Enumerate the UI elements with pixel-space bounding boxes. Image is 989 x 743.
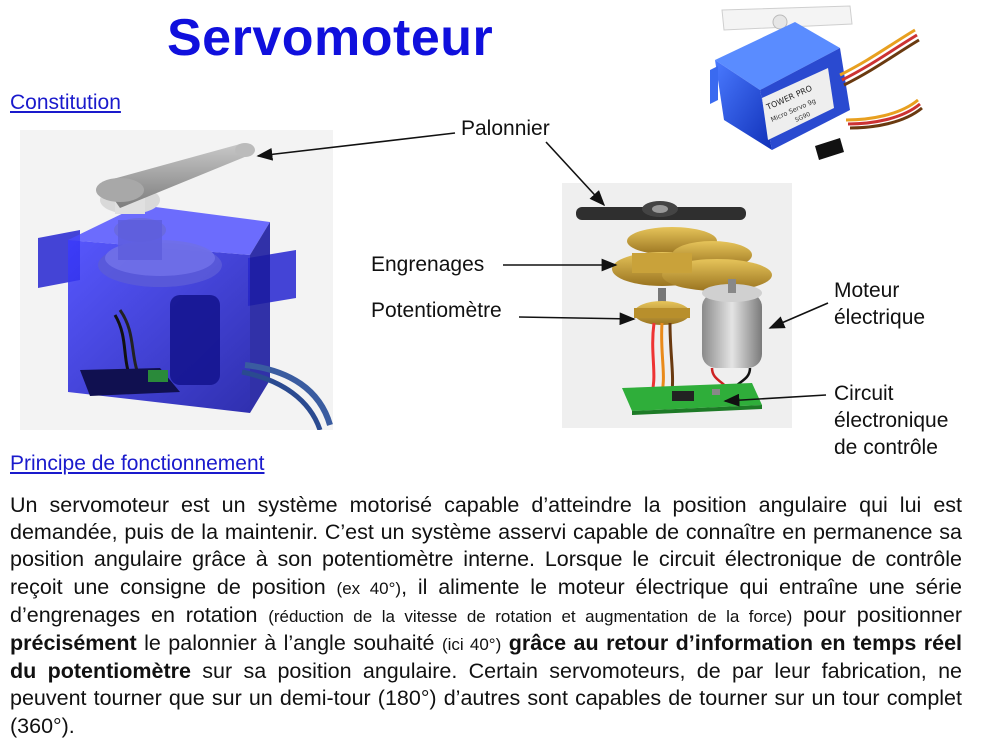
para-note-example: (ex 40°): [336, 578, 402, 598]
para-text-2: , il alimente le moteur électrique qui e…: [10, 574, 962, 627]
para-emphasis-feedback: grâce au retour d’information en temps r…: [10, 631, 963, 684]
servo-render-image: [20, 130, 333, 430]
label-engrenages: Engrenages: [371, 253, 485, 276]
constitution-link[interactable]: Constitution: [10, 91, 121, 114]
principe-link[interactable]: Principe de fonctionnement: [10, 452, 265, 475]
label-moteur-line2: électrique: [834, 306, 926, 329]
label-moteur: Moteur électrique: [834, 277, 925, 331]
product-photo: TOWER PRO Micro Servo 9g SG90: [700, 0, 925, 170]
label-circuit: Circuit électronique de contrôle: [834, 380, 948, 461]
principle-paragraph: Un servomoteur est un système motorisé c…: [10, 492, 962, 740]
para-text-3: pour positionner: [792, 602, 962, 627]
page-title: Servomoteur: [167, 9, 494, 67]
para-note-reduction: (réduction de la vitesse de rotation et …: [268, 606, 793, 626]
label-potentiometre: Potentiomètre: [371, 299, 502, 322]
label-circuit-line2: électronique: [834, 409, 949, 432]
label-circuit-line3: de contrôle: [834, 436, 938, 459]
para-emphasis-precisement: précisément: [10, 631, 137, 656]
servo-internals-image: [562, 183, 792, 428]
label-palonnier: Palonnier: [461, 117, 550, 140]
para-text-6: sur sa position angulaire. Certain servo…: [10, 659, 962, 738]
para-text-5: [501, 631, 508, 655]
label-circuit-line1: Circuit: [834, 382, 894, 405]
para-text-1: Un servomoteur est un système motorisé c…: [10, 493, 962, 599]
para-text-4: le palonnier à l’angle souhaité: [136, 631, 442, 656]
para-note-angle: (ici 40°): [441, 635, 502, 655]
label-moteur-line1: Moteur: [834, 279, 900, 302]
